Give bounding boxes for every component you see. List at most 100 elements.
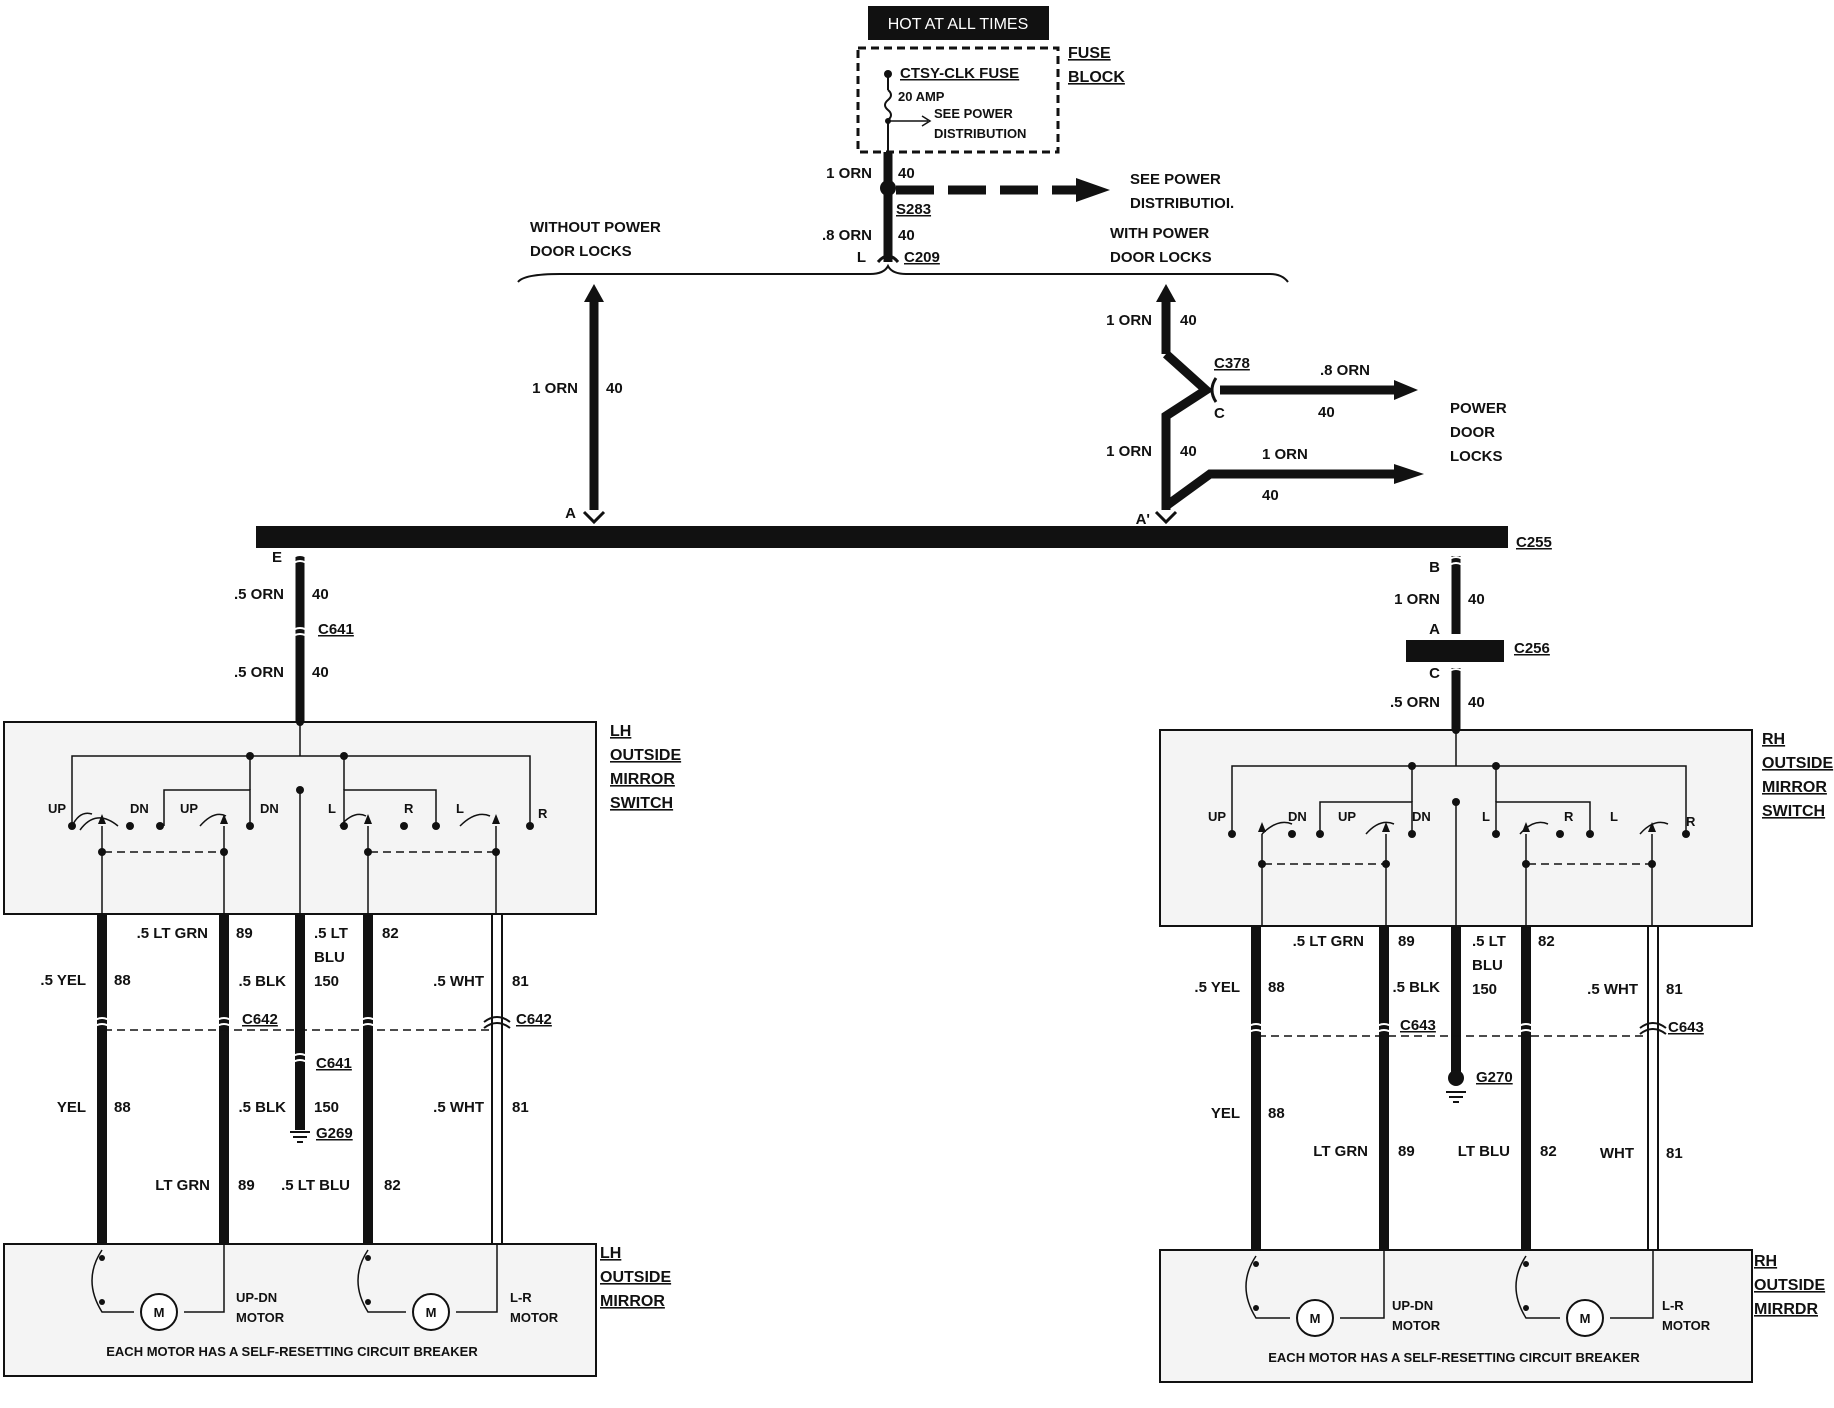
c255-pin-b: B bbox=[1429, 559, 1440, 576]
rh-motor-contacts bbox=[1253, 1261, 1529, 1311]
lbl-5orn-lh-2: .5 ORN bbox=[234, 664, 284, 681]
lh-lbl-82-bot: 82 bbox=[384, 1177, 401, 1194]
lbl-1orn-fuse: 1 ORN bbox=[826, 165, 872, 182]
lh-wires bbox=[97, 914, 503, 1244]
rh-lbl-89-bot: 89 bbox=[1398, 1143, 1415, 1160]
rh-switch-contacts bbox=[1228, 726, 1690, 868]
without-pdl-1: WITHOUT POWER bbox=[530, 219, 661, 236]
splice-s283-label: S283 bbox=[896, 201, 931, 218]
lh-lbl-88-top: 88 bbox=[114, 972, 131, 989]
lbl-1orn-with-mid: 1 ORN bbox=[1106, 443, 1152, 460]
lh-lbl-82-top: 82 bbox=[382, 925, 399, 942]
rh-switch-label-3: MIRROR bbox=[1762, 779, 1827, 796]
wire-with-pdl-y bbox=[1161, 350, 1214, 510]
pdl-line2: DOOR bbox=[1450, 424, 1495, 441]
without-pdl-2: DOOR LOCKS bbox=[530, 243, 632, 260]
rh-lbl-5blk: .5 BLK bbox=[1392, 979, 1440, 996]
arrow-pdl-second bbox=[1394, 464, 1424, 484]
pdl-line3: LOCKS bbox=[1450, 448, 1503, 465]
pdl-line1: POWER bbox=[1450, 400, 1507, 417]
rh-lbl-yel: YEL bbox=[1211, 1105, 1240, 1122]
c642-lh-1: C642 bbox=[242, 1011, 278, 1028]
c256-pin-c: C bbox=[1429, 665, 1440, 682]
c255-pin-a-left: A bbox=[565, 505, 576, 522]
lh-motor-circuits bbox=[91, 1244, 498, 1313]
lh-lbl-81-bot: 81 bbox=[512, 1099, 529, 1116]
lbl-40-fuse: 40 bbox=[898, 165, 915, 182]
lbl-40-with-mid: 40 bbox=[1180, 443, 1197, 460]
lbl-40-pdl-second: 40 bbox=[1262, 487, 1279, 504]
rh-sw-r-2: R bbox=[1686, 814, 1696, 829]
lh-c642-connectors bbox=[91, 1017, 379, 1065]
rh-lbl-5lt: .5 LT bbox=[1472, 933, 1506, 950]
lh-mirror-label-3: MIRROR bbox=[600, 1293, 665, 1310]
rh-switch-label-1: RH bbox=[1762, 731, 1785, 748]
lh-sw-l-2: L bbox=[456, 801, 464, 816]
lh-updn-label-2: MOTOR bbox=[236, 1310, 285, 1325]
rh-sw-dn-2: DN bbox=[1412, 809, 1431, 824]
rh-sw-up-1: UP bbox=[1208, 809, 1226, 824]
c643-rh-2: C643 bbox=[1668, 1019, 1704, 1036]
rh-c643-wht-connector bbox=[1639, 1022, 1667, 1035]
rh-lbl-5wht: .5 WHT bbox=[1587, 981, 1638, 998]
rh-lbl-81-top: 81 bbox=[1666, 981, 1683, 998]
c641-lh-label: C641 bbox=[318, 621, 354, 638]
rh-updn-motor-m: M bbox=[1310, 1311, 1321, 1326]
g269-ground bbox=[290, 1131, 310, 1143]
c256-label: C256 bbox=[1514, 640, 1550, 657]
c256-bar bbox=[1406, 640, 1504, 662]
lbl-40-lh-2: 40 bbox=[312, 664, 329, 681]
c255-pin-e: E bbox=[272, 549, 282, 566]
lbl-40-lh-1: 40 bbox=[312, 586, 329, 603]
fuse-see-power-1: SEE POWER bbox=[934, 106, 1013, 121]
lh-lr-label-2: MOTOR bbox=[510, 1310, 559, 1325]
lh-sw-dn-1: DN bbox=[130, 801, 149, 816]
lh-lbl-5lt: .5 LT bbox=[314, 925, 348, 942]
hot-at-all-times-banner bbox=[868, 6, 1049, 40]
c378-label: C378 bbox=[1214, 355, 1250, 372]
lbl-40-8orn: 40 bbox=[898, 227, 915, 244]
c255-pin-a-right: A' bbox=[1136, 511, 1150, 528]
lh-switch-label-4: SWITCH bbox=[610, 795, 673, 812]
c641-lh-lower: C641 bbox=[316, 1055, 352, 1072]
g270-dot bbox=[1448, 1070, 1464, 1086]
lbl-8orn: .8 ORN bbox=[822, 227, 872, 244]
lh-mirror-label-2: OUTSIDE bbox=[600, 1269, 671, 1286]
lh-lr-motor-icon bbox=[412, 1293, 450, 1331]
lbl-1orn-with-top: 1 ORN bbox=[1106, 312, 1152, 329]
lh-sw-r-2: R bbox=[538, 806, 548, 821]
lh-lbl-89-top: 89 bbox=[236, 925, 253, 942]
with-pdl-2: DOOR LOCKS bbox=[1110, 249, 1212, 266]
lbl-40-without: 40 bbox=[606, 380, 623, 397]
arrow-with-pdl-top bbox=[1156, 284, 1176, 302]
rh-mirror-label-2: OUTSIDE bbox=[1754, 1277, 1825, 1294]
g270-label: G270 bbox=[1476, 1069, 1513, 1086]
lh-updn-label-1: UP-DN bbox=[236, 1290, 277, 1305]
lh-updn-motor-m: M bbox=[154, 1305, 165, 1320]
fuse-block-box bbox=[856, 46, 1060, 154]
rh-lr-label-1: L-R bbox=[1662, 1298, 1684, 1313]
rh-lbl-82-bot: 82 bbox=[1540, 1143, 1557, 1160]
lbl-8orn-c378: .8 ORN bbox=[1320, 362, 1370, 379]
rh-lbl-82-top: 82 bbox=[1538, 933, 1555, 950]
lh-c642-wht-connector bbox=[483, 1016, 511, 1029]
lh-lbl-yel: YEL bbox=[57, 1099, 86, 1116]
rh-lbl-88-top: 88 bbox=[1268, 979, 1285, 996]
lh-mirror-label-1: LH bbox=[600, 1245, 621, 1262]
lbl-1orn-pdl-second: 1 ORN bbox=[1262, 446, 1308, 463]
lbl-40-rh-2: 40 bbox=[1468, 694, 1485, 711]
fuse-block-label-1: FUSE bbox=[1068, 45, 1111, 62]
lh-lbl-89-bot: 89 bbox=[238, 1177, 255, 1194]
c255-bar bbox=[256, 526, 1508, 548]
rh-lbl-wht: WHT bbox=[1600, 1145, 1634, 1162]
lh-switch-label-2: OUTSIDE bbox=[610, 747, 681, 764]
rh-sw-dn-1: DN bbox=[1288, 809, 1307, 824]
rh-lbl-81-bot: 81 bbox=[1666, 1145, 1683, 1162]
g269-label: G269 bbox=[316, 1125, 353, 1142]
lbl-1orn-rh: 1 ORN bbox=[1394, 591, 1440, 608]
lh-sw-l-1: L bbox=[328, 801, 336, 816]
lbl-40-rh-1: 40 bbox=[1468, 591, 1485, 608]
lh-updn-motor-icon bbox=[140, 1293, 178, 1331]
fuse-rating: 20 AMP bbox=[898, 89, 945, 104]
